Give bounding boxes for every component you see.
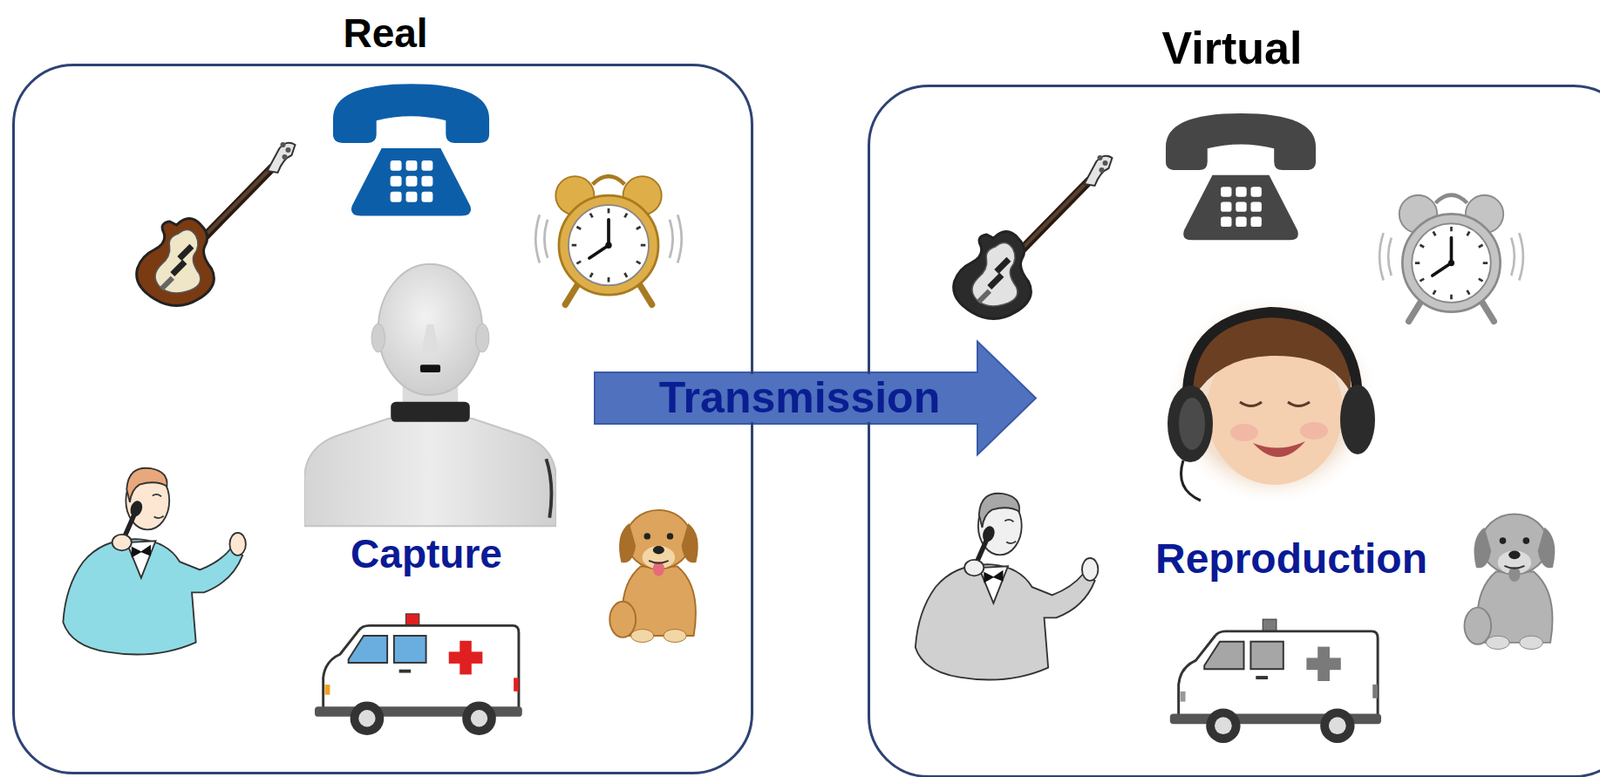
dog-icon xyxy=(609,510,698,643)
alarm-clock-icon xyxy=(535,176,681,305)
stage-label: Reproduction xyxy=(1155,534,1428,583)
telephone-icon xyxy=(333,83,490,216)
dog-icon xyxy=(1463,513,1555,649)
edge-label: Transmission xyxy=(646,374,953,423)
panel-heading: Virtual xyxy=(1162,22,1303,75)
guitar-icon xyxy=(953,155,1113,320)
ambulance-icon xyxy=(1170,619,1382,743)
singer-icon xyxy=(915,493,1099,681)
singer-icon xyxy=(62,468,246,655)
block-arrow xyxy=(594,341,1036,456)
panel-box: VirtualReproduction xyxy=(867,84,1600,777)
alarm-clock-icon xyxy=(1379,195,1524,322)
guitar-icon xyxy=(136,142,296,307)
ambulance-icon xyxy=(314,613,523,736)
head-simulator xyxy=(304,264,557,527)
baby-headphones xyxy=(1165,292,1379,506)
panel-heading: Real xyxy=(342,10,428,57)
stage-label: Capture xyxy=(350,531,503,578)
telephone-icon xyxy=(1165,113,1316,240)
panel-box: RealCapture xyxy=(12,63,754,775)
